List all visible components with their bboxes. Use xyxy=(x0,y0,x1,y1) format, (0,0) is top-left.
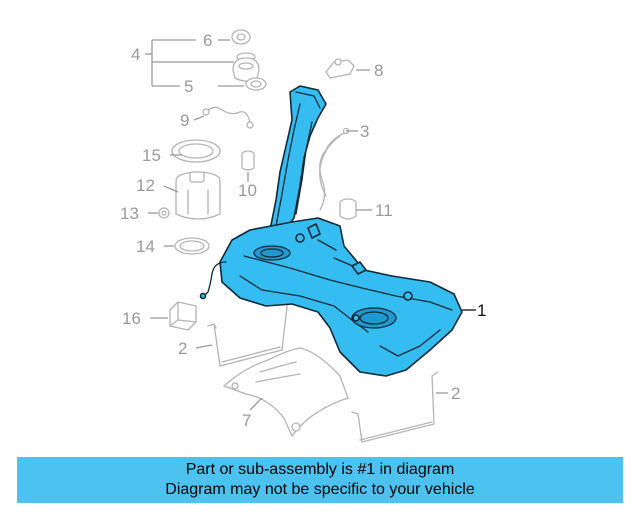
part-3-vent-line[interactable] xyxy=(319,127,350,211)
callout-16: 16 xyxy=(122,309,141,328)
callout-14: 14 xyxy=(136,237,155,256)
banner-line-2: Diagram may not be specific to your vehi… xyxy=(165,481,475,498)
callout-11: 11 xyxy=(375,201,393,220)
callout-2-right: 2 xyxy=(451,384,460,403)
part-info-banner: Part or sub-assembly is #1 in diagram Di… xyxy=(17,457,623,503)
callout-9: 9 xyxy=(180,111,189,130)
part-8-bracket[interactable] xyxy=(325,58,355,79)
callout-4: 4 xyxy=(131,45,140,64)
part-7-heat-shield[interactable] xyxy=(223,347,349,437)
callout-2-left: 2 xyxy=(178,339,187,358)
callout-10: 10 xyxy=(238,181,257,200)
part-16-block[interactable] xyxy=(169,301,197,331)
part-2-strap-right[interactable] xyxy=(351,371,439,443)
part-13-fitting[interactable] xyxy=(158,207,170,219)
callout-labels: 1 2 2 3 4 5 6 7 8 9 10 11 12 13 14 15 16 xyxy=(120,31,486,430)
callout-5: 5 xyxy=(184,77,193,96)
exploded-parts-diagram: 1 2 2 3 4 5 6 7 8 9 10 11 12 13 14 15 16 xyxy=(120,29,486,443)
part-12-pump-module[interactable] xyxy=(175,171,221,220)
part-15-gasket[interactable] xyxy=(171,139,221,163)
callout-15: 15 xyxy=(142,146,161,165)
callout-6: 6 xyxy=(203,31,212,50)
callout-8: 8 xyxy=(374,61,383,80)
part-4-pump-cap[interactable] xyxy=(232,52,260,82)
leader-lines xyxy=(145,39,476,411)
callout-1: 1 xyxy=(477,301,486,320)
part-6-seal-ring[interactable] xyxy=(231,29,251,45)
callout-7: 7 xyxy=(242,411,251,430)
part-11-sender-cap[interactable] xyxy=(339,198,357,220)
part-9-hose[interactable] xyxy=(202,106,254,129)
banner-line-1: Part or sub-assembly is #1 in diagram xyxy=(185,461,455,478)
callout-13: 13 xyxy=(120,204,139,223)
part-14-lock-ring[interactable] xyxy=(174,237,210,255)
part-1-fuel-tank[interactable] xyxy=(199,85,463,377)
callout-3: 3 xyxy=(360,122,369,141)
callout-12: 12 xyxy=(136,176,155,195)
part-5-o-ring[interactable] xyxy=(245,77,267,91)
part-10-valve[interactable] xyxy=(241,150,255,171)
